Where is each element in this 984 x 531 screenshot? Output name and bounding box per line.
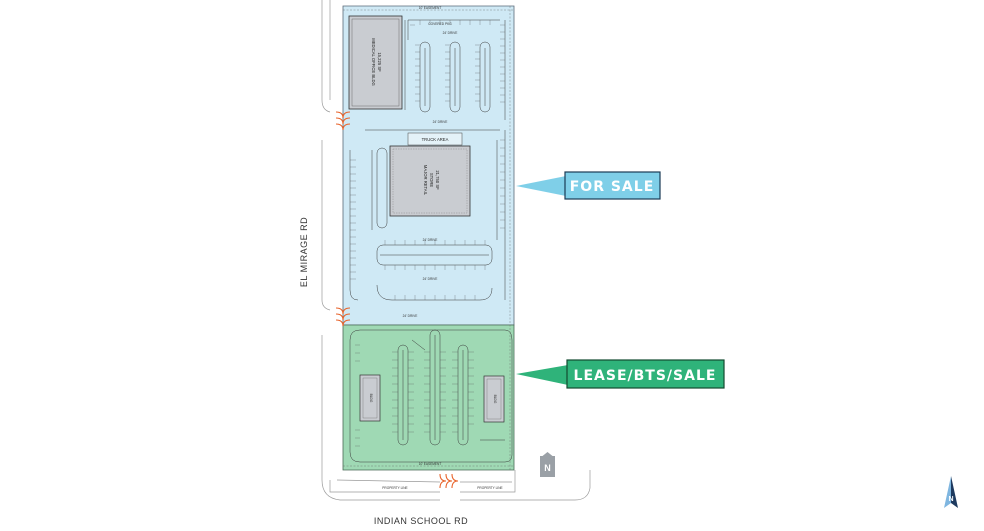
drive-label-edge: 24' DRIVE [403, 314, 418, 318]
lease-pointer [516, 365, 568, 385]
drive-label-lower: 24' DRIVE [423, 238, 438, 242]
truck-area [407, 132, 463, 146]
major-retail-building[interactable] [389, 145, 471, 217]
lease-parcel[interactable] [342, 324, 515, 471]
medical-office-label: MEDICAL OFFICE BLDG [371, 38, 376, 86]
drive-label-mid: 24' DRIVE [433, 120, 448, 124]
parking-rows-north [404, 19, 506, 120]
retail-pad-building-west[interactable] [359, 374, 381, 422]
parking-stalls-middle [350, 139, 505, 300]
drive-label-south: 24' DRIVE [423, 277, 438, 281]
major-retail-store: STORE [429, 173, 434, 188]
top-easement-label: 10' EASEMENT [419, 6, 442, 10]
property-line-east-label: PROPERTY LINE [477, 486, 502, 490]
medical-office-sf: 15,225 SF [377, 52, 382, 72]
covered-parking-label: COVERED PKG [428, 22, 452, 26]
east-pad-label: BLDG [493, 395, 497, 404]
major-retail-label: MAJOR RETAIL [423, 165, 428, 196]
truck-area-label: TRUCK AREA [422, 137, 449, 142]
medical-office-building[interactable] [348, 15, 403, 110]
bottom-easement-label: 10' EASEMENT [419, 462, 442, 466]
el-mirage-road-label: EL MIRAGE RD [299, 217, 309, 287]
access-point-south [439, 473, 459, 489]
parking-rows-south [349, 329, 513, 463]
indian-school-road-label: INDIAN SCHOOL RD [374, 516, 468, 526]
west-pad-label: BLDG [369, 394, 373, 403]
road-lines [321, 0, 591, 501]
north-arrow-icon: N [944, 476, 958, 508]
major-retail-sf: 21,750 SF [435, 170, 440, 190]
parking-stalls-north [410, 20, 505, 103]
lease-callout[interactable]: LEASE/BTS/SALE [566, 359, 725, 389]
retail-pad-building-east[interactable] [483, 375, 505, 423]
for-sale-pointer [516, 176, 566, 196]
property-line-west-label: PROPERTY LINE [382, 486, 407, 490]
lease-label: LEASE/BTS/SALE [574, 368, 717, 384]
for-sale-callout[interactable]: FOR SALE [564, 171, 661, 200]
access-point-north [335, 111, 351, 131]
access-points [335, 111, 459, 489]
access-point-mid [335, 307, 351, 327]
for-sale-label: FOR SALE [570, 179, 655, 195]
parking-stalls-south [355, 344, 474, 447]
north-badge-icon: N [540, 452, 555, 477]
parking-rows-middle [349, 129, 506, 301]
easements [343, 6, 514, 470]
drive-label-top: 24' DRIVE [443, 31, 458, 35]
north-arrow-label: N [948, 496, 953, 503]
north-badge-label: N [544, 463, 551, 473]
